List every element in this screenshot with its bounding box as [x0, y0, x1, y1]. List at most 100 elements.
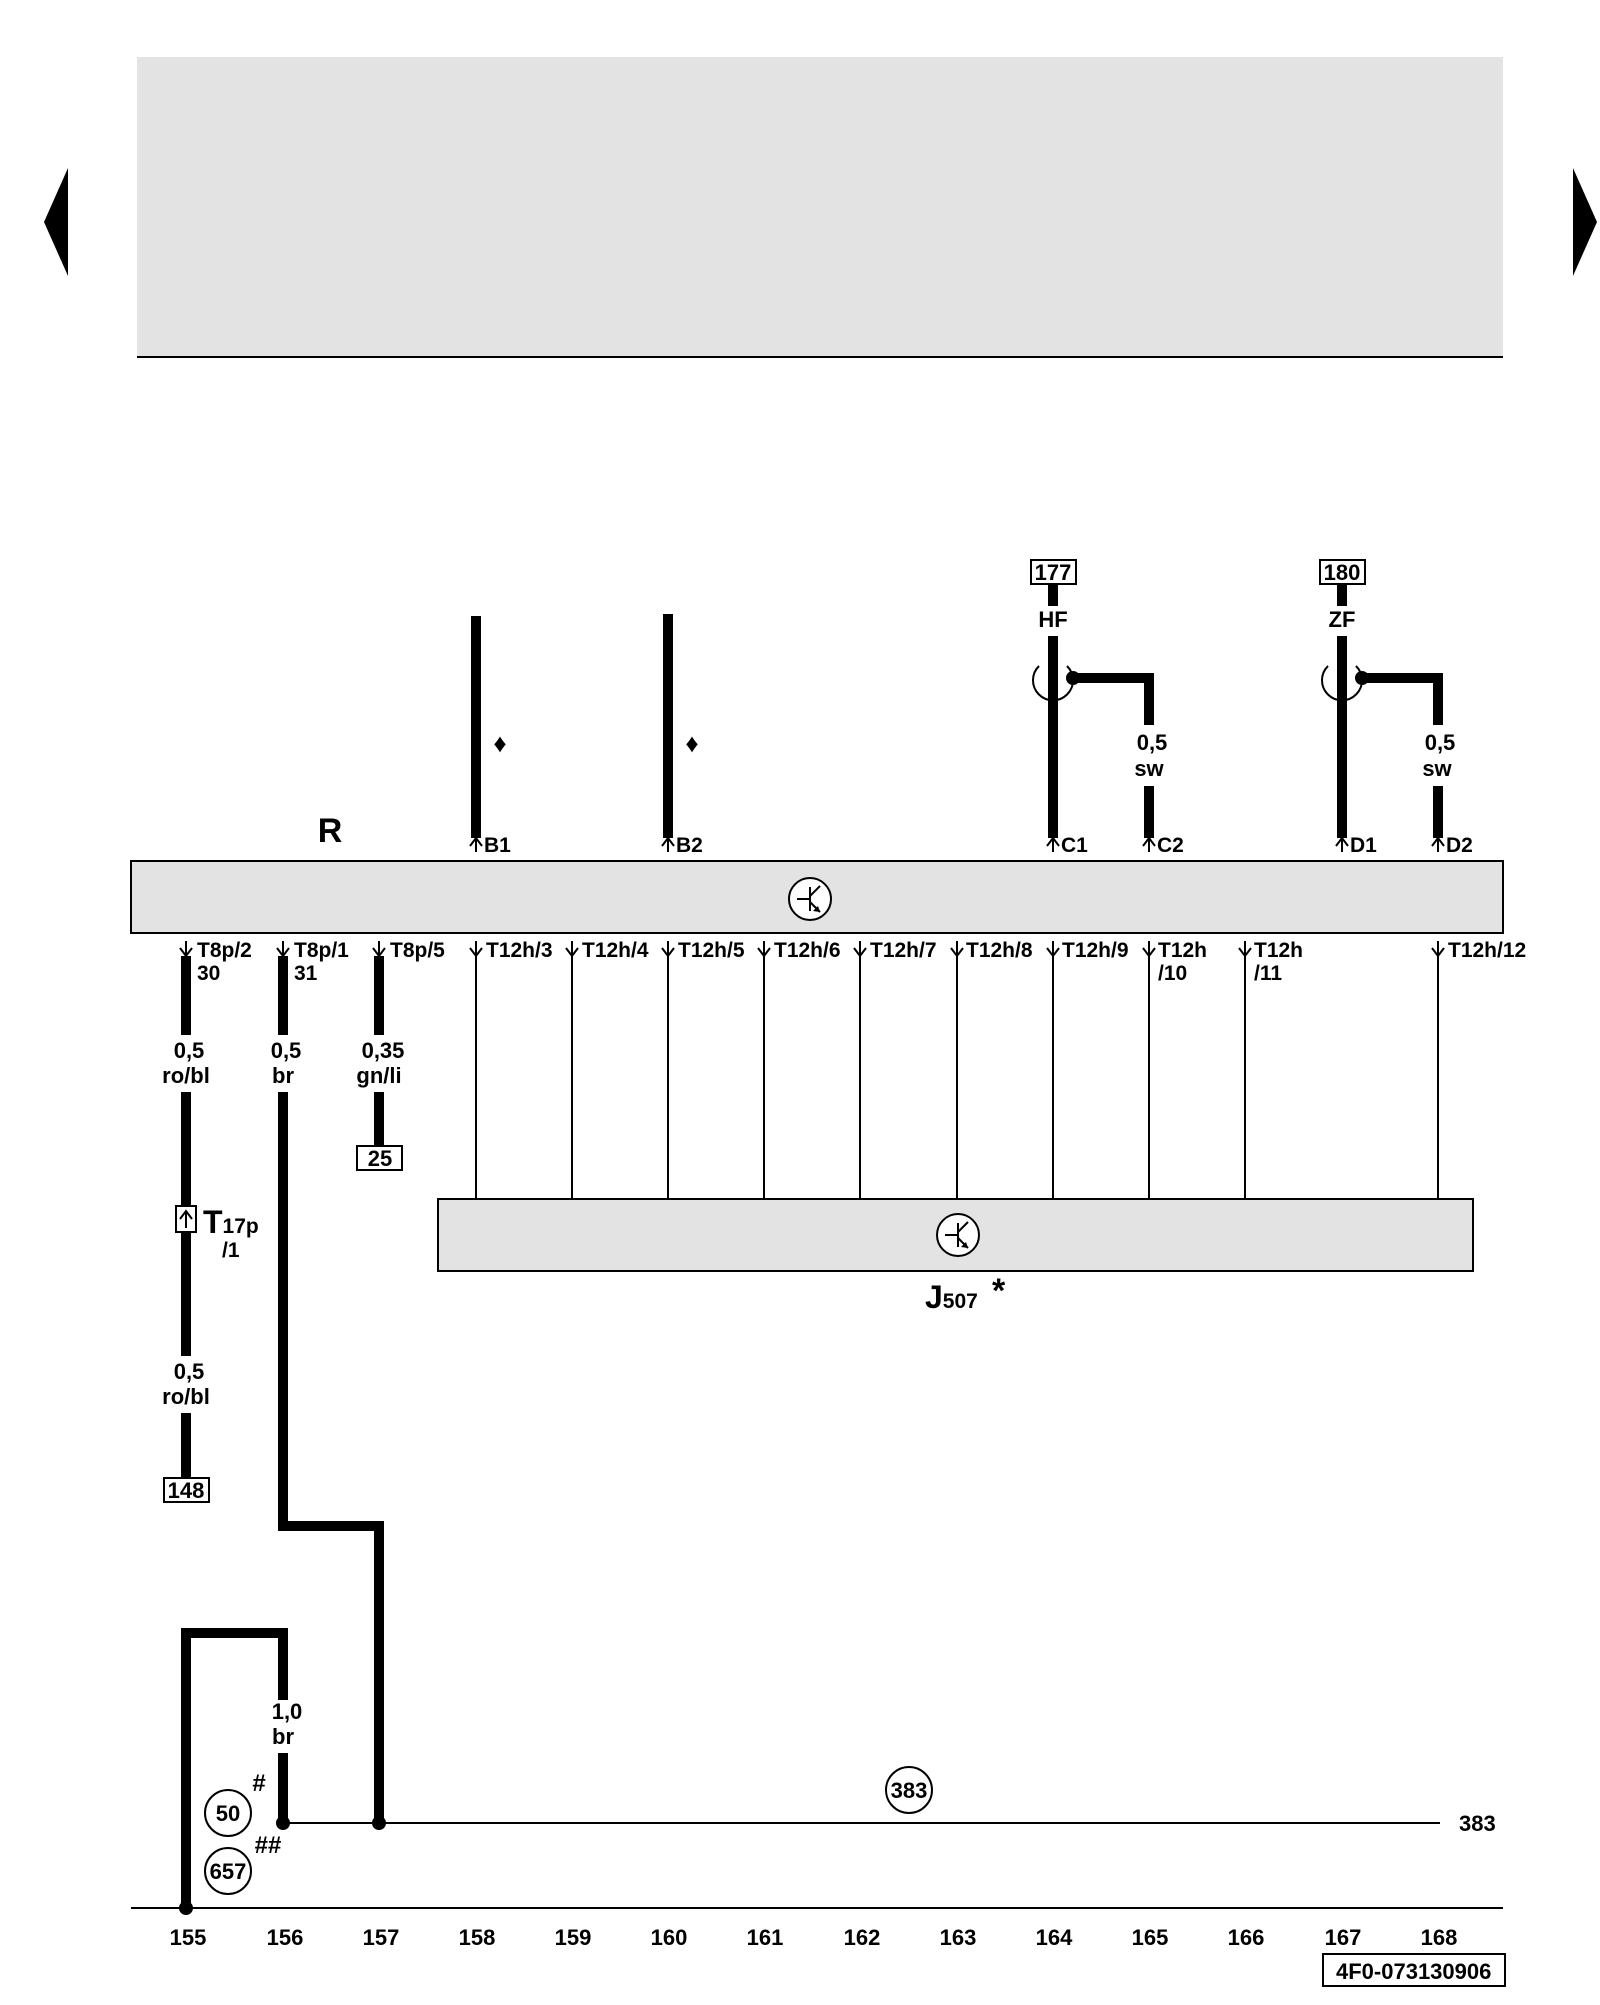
- wire-157-color: gn/li: [356, 1063, 401, 1088]
- wire-156-size: 0,5: [271, 1038, 302, 1063]
- column-number: 165: [1132, 1925, 1169, 1950]
- signal-zf: ZF: [1329, 607, 1356, 632]
- wire-c2-color: sw: [1134, 756, 1164, 781]
- component-j507-label: J507: [925, 1279, 978, 1315]
- pin-label-t8p5: T8p/5: [390, 939, 445, 962]
- pin-label-t12h6: T12h/6: [774, 939, 841, 962]
- ref-box-148: [163, 1477, 210, 1503]
- header-band: [137, 57, 1503, 357]
- column-number: 161: [747, 1925, 784, 1950]
- column-number: 166: [1228, 1925, 1265, 1950]
- column-number: 167: [1325, 1925, 1362, 1950]
- pin-label-t12h5: T12h/5: [678, 939, 745, 962]
- ref-148: 148: [168, 1478, 205, 1503]
- ref-25: 25: [368, 1146, 392, 1171]
- pin-label-t12h4: T12h/4: [582, 939, 649, 962]
- pin-label-b1: B1: [484, 834, 511, 857]
- column-number: 163: [940, 1925, 977, 1950]
- ground-point-657-mark: ##: [255, 1832, 282, 1859]
- top-pin-c1: [1046, 836, 1060, 852]
- top-pin-b1: [469, 836, 483, 852]
- wire-c2: [1073, 673, 1154, 725]
- wire-ground-loop: [181, 1628, 288, 1908]
- ref-box-177: [1030, 559, 1077, 585]
- column-number: 168: [1421, 1925, 1458, 1950]
- column-number: 159: [555, 1925, 592, 1950]
- ground-point-50-mark: #: [252, 1770, 265, 1797]
- top-pin-b2: [661, 836, 675, 852]
- column-number: 158: [459, 1925, 496, 1950]
- ground-point-383-label: 383: [891, 1778, 928, 1803]
- doc-number-box: [1322, 1953, 1506, 1987]
- wire-b2-marker: ♦: [685, 728, 698, 758]
- column-number: 160: [651, 1925, 688, 1950]
- triangle-left-icon[interactable]: [44, 168, 68, 276]
- triangle-right-icon[interactable]: [1573, 168, 1597, 276]
- column-number: 157: [363, 1925, 400, 1950]
- ref-box-25: [356, 1145, 403, 1171]
- top-pin-d1: [1335, 836, 1349, 852]
- connector-t17p-label: T17p: [203, 1204, 259, 1240]
- junction-156: [276, 1816, 290, 1830]
- ground-point-50-label: 50: [216, 1801, 240, 1826]
- pin-label-t12h10: T12h: [1158, 939, 1207, 962]
- wire-156-route: [278, 1092, 384, 1823]
- top-pin-c2: [1142, 836, 1156, 852]
- pin-label-t12h10-sub: /10: [1158, 962, 1187, 985]
- wire-ground-color: br: [272, 1724, 294, 1749]
- pin-label-t12h9: T12h/9: [1062, 939, 1129, 962]
- pin-label-t12h11: T12h: [1254, 939, 1303, 962]
- column-number: 162: [844, 1925, 881, 1950]
- ground-point-657-label: 657: [210, 1859, 247, 1884]
- pin-label-d2: D2: [1446, 834, 1473, 857]
- ground-point-50: [204, 1789, 252, 1837]
- ref-box-180: [1319, 559, 1366, 585]
- pin-label-t12h11-sub: /11: [1254, 962, 1282, 985]
- column-number: 164: [1036, 1925, 1073, 1950]
- connector-t17p-pin: /1: [222, 1239, 240, 1262]
- wire-c2-size: 0,5: [1137, 730, 1168, 755]
- pin-label-c2: C2: [1157, 834, 1184, 857]
- signal-hf: HF: [1038, 607, 1067, 632]
- wire-156-color: br: [272, 1063, 294, 1088]
- column-number: 156: [267, 1925, 304, 1950]
- pin-label-t12h8: T12h/8: [966, 939, 1033, 962]
- wire-155-upper-color: ro/bl: [162, 1063, 210, 1088]
- wire-b1-marker: ♦: [493, 728, 506, 758]
- wire-155-lower-size: 0,5: [174, 1359, 205, 1384]
- ground-line-383-label: 383: [1459, 1811, 1496, 1836]
- wire-157-size: 0,35: [362, 1038, 405, 1063]
- top-pin-d2: [1431, 836, 1445, 852]
- pin-label-t8p2: T8p/2: [197, 939, 252, 962]
- pin-label-t8p2-term: 30: [197, 962, 220, 985]
- column-numbers: 155 156 157 158 159 160 161 162 163 164 …: [170, 1925, 1458, 1950]
- wire-d2-size: 0,5: [1425, 730, 1456, 755]
- pin-label-t8p1-term: 31: [294, 962, 318, 985]
- pin-label-t12h7: T12h/7: [870, 939, 937, 962]
- pin-label-d1: D1: [1350, 834, 1377, 857]
- wire-155-upper-size: 0,5: [174, 1038, 205, 1063]
- transistor-icon-j507: [936, 1213, 980, 1257]
- wire-ground-size: 1,0: [272, 1699, 303, 1724]
- wire-155-lower-color: ro/bl: [162, 1384, 210, 1409]
- pin-label-t12h12: T12h/12: [1448, 939, 1526, 962]
- wire-d2-color: sw: [1422, 756, 1452, 781]
- bus-lines-r-to-j507: [475, 956, 1439, 1199]
- ground-point-657: [204, 1847, 252, 1895]
- pin-label-t12h3: T12h/3: [486, 939, 553, 962]
- pin-label-c1: C1: [1061, 834, 1088, 857]
- wire-d2: [1362, 673, 1443, 725]
- component-j507-star: *: [992, 1272, 1006, 1310]
- ref-177: 177: [1035, 560, 1072, 585]
- junction-157: [372, 1816, 386, 1830]
- connector-icon: [175, 1205, 197, 1233]
- component-r-label: R: [318, 812, 343, 850]
- ref-180: 180: [1324, 560, 1361, 585]
- column-number: 155: [170, 1925, 207, 1950]
- pin-label-b2: B2: [676, 834, 703, 857]
- transistor-icon-r: [788, 877, 832, 921]
- ground-point-383: [885, 1766, 933, 1814]
- doc-number: 4F0-073130906: [1336, 1959, 1491, 1984]
